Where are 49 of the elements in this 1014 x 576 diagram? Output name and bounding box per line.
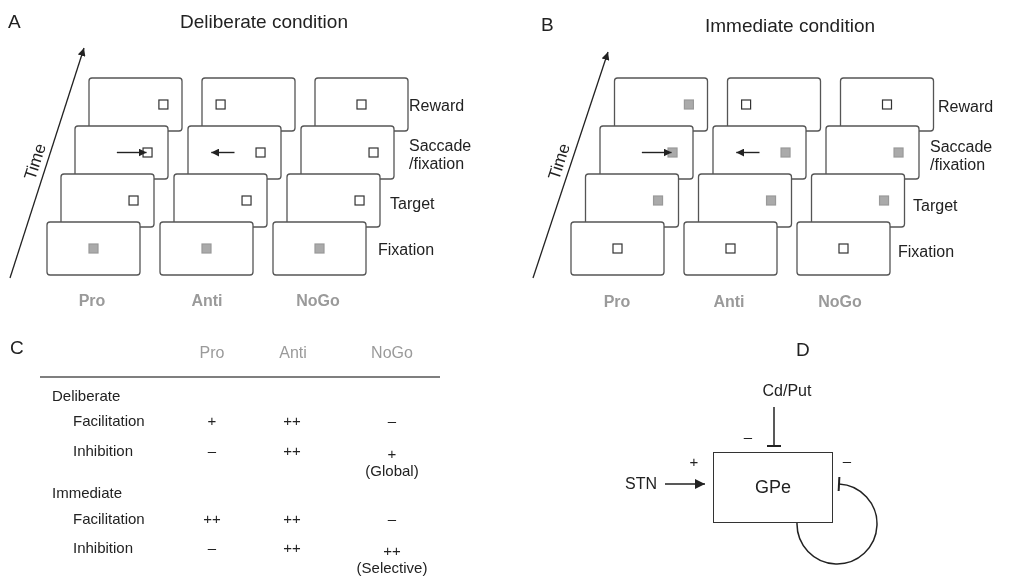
table-header: NoGo <box>371 344 413 362</box>
table-row-heading: Inhibition <box>73 539 134 557</box>
table-value: ++ <box>283 510 301 528</box>
connector <box>796 476 878 565</box>
table-value: – <box>387 412 397 430</box>
table-header: Pro <box>199 344 225 362</box>
connector <box>766 406 782 447</box>
row-label: Reward <box>409 97 465 115</box>
row-label: Fixation <box>378 241 435 259</box>
table-value: – <box>207 539 217 557</box>
panel-letter: B <box>541 14 554 36</box>
column-label: NoGo <box>296 292 340 310</box>
table-row-heading: Facilitation <box>73 412 145 430</box>
axis-label: Time <box>545 141 575 183</box>
panel-title: Deliberate condition <box>180 11 348 33</box>
table-value: ++ <box>203 510 221 528</box>
table-value: + (Global) <box>365 445 419 479</box>
table-value: – <box>387 510 397 528</box>
table-value: ++ (Selective) <box>356 542 428 576</box>
column-label: Pro <box>78 292 106 310</box>
table-row-heading: Deliberate <box>52 387 121 405</box>
column-label: Anti <box>713 293 745 311</box>
connector <box>664 479 706 489</box>
region-label: Cd/Put <box>757 380 817 402</box>
axis-label: Time <box>21 141 51 183</box>
row-label: Reward <box>938 98 994 116</box>
table-row-heading: Facilitation <box>73 510 145 528</box>
row-label: Saccade /fixation <box>409 137 472 173</box>
table-row-heading: Immediate <box>52 484 123 502</box>
row-label: Saccade /fixation <box>930 138 993 174</box>
table-value: – <box>207 442 217 460</box>
panel-letter: D <box>796 339 810 361</box>
row-label: Target <box>390 195 435 213</box>
row-label: Fixation <box>898 243 955 261</box>
nucleus-box: GPe <box>713 452 833 523</box>
table-value: ++ <box>283 442 301 460</box>
table-value: ++ <box>283 412 301 430</box>
table-header: Anti <box>279 344 307 362</box>
row-label: Target <box>913 197 958 215</box>
panel-letter: A <box>8 11 21 33</box>
region-label: STN <box>620 473 662 495</box>
table-row-heading: Inhibition <box>73 442 134 460</box>
table-value: ++ <box>283 539 301 557</box>
column-label: Anti <box>191 292 223 310</box>
column-label: Pro <box>603 293 631 311</box>
column-label: NoGo <box>818 293 862 311</box>
panel-letter: C <box>10 337 24 359</box>
panel-title: Immediate condition <box>705 15 875 37</box>
table-value: + <box>207 412 217 430</box>
